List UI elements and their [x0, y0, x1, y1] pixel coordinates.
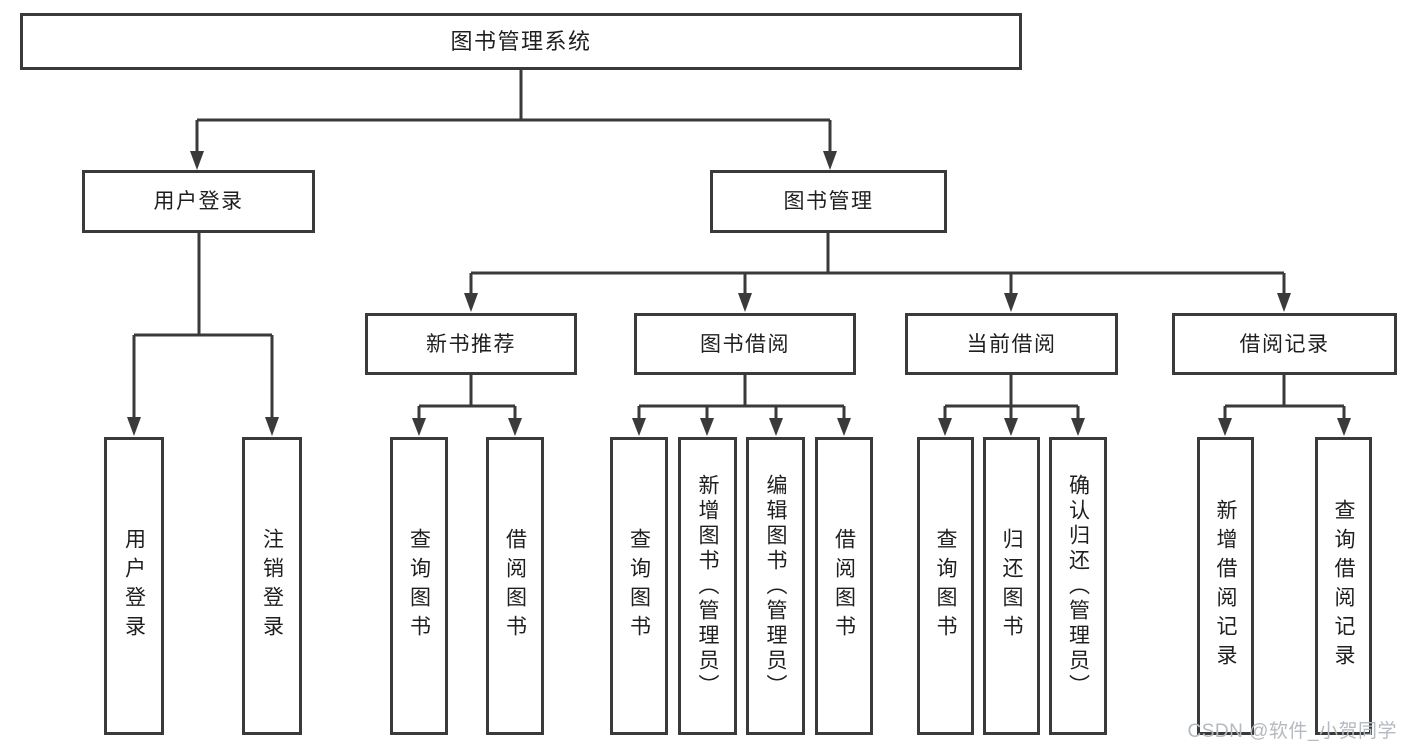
node-book-borrowing-label: 图书借阅	[700, 332, 790, 356]
leaf-return-books-label: 归还图书	[1000, 528, 1023, 644]
leaf-query-borrow-record-label: 查询借阅记录	[1332, 499, 1355, 673]
arrow-down-icon	[1071, 418, 1085, 436]
arrow-down-icon	[412, 418, 426, 436]
leaf-query-books-2: 查询图书	[610, 437, 668, 735]
node-user-login: 用户登录	[82, 170, 315, 233]
arrow-down-icon	[464, 293, 478, 312]
leaf-borrow-books-1-label: 借阅图书	[503, 528, 527, 644]
arrow-down-icon	[1004, 293, 1018, 312]
node-book-management-label: 图书管理	[783, 190, 874, 213]
arrow-down-icon	[938, 418, 952, 436]
leaf-confirm-return-admin-label: 确认归还（管理员）	[1066, 473, 1090, 699]
leaf-return-books: 归还图书	[983, 437, 1040, 735]
arrow-down-icon	[508, 418, 522, 436]
node-book-borrowing: 图书借阅	[634, 313, 856, 375]
arrow-down-icon	[1337, 418, 1351, 436]
node-borrowing-records-label: 借阅记录	[1239, 332, 1330, 356]
arrow-down-icon	[190, 151, 204, 170]
connector-current-borrowing-children	[938, 375, 1085, 436]
leaf-user-login: 用户登录	[104, 437, 164, 735]
connector-book-borrowing-children	[632, 375, 851, 436]
arrow-down-icon	[1277, 293, 1291, 312]
node-current-borrowing: 当前借阅	[905, 313, 1118, 375]
leaf-query-books-1: 查询图书	[390, 437, 448, 735]
leaf-borrow-books-1: 借阅图书	[486, 437, 544, 735]
leaf-add-borrow-record: 新增借阅记录	[1197, 437, 1254, 735]
connector-book-mgmt-to-level3	[464, 233, 1291, 312]
connector-root-to-level2	[190, 70, 837, 170]
leaf-query-books-1-label: 查询图书	[407, 528, 431, 644]
leaf-query-borrow-record: 查询借阅记录	[1315, 437, 1372, 735]
connector-new-book-children	[412, 375, 522, 436]
arrow-down-icon	[823, 151, 837, 170]
leaf-user-login-label: 用户登录	[122, 528, 146, 644]
node-book-management-system: 图书管理系统	[20, 13, 1022, 70]
connector-user-login-children	[127, 233, 279, 436]
node-new-book-recommendation-label: 新书推荐	[426, 332, 516, 356]
arrow-down-icon	[769, 418, 783, 436]
leaf-borrow-books-2: 借阅图书	[815, 437, 873, 735]
arrow-down-icon	[700, 418, 714, 436]
leaf-add-books-admin-label: 新增图书（管理员）	[696, 473, 719, 699]
arrow-down-icon	[837, 418, 851, 436]
node-book-management: 图书管理	[710, 170, 947, 233]
node-new-book-recommendation: 新书推荐	[365, 313, 577, 375]
node-borrowing-records: 借阅记录	[1172, 313, 1397, 375]
node-user-login-label: 用户登录	[153, 190, 244, 213]
connector-borrowing-records-children	[1218, 375, 1351, 436]
leaf-logout: 注销登录	[242, 437, 302, 735]
arrow-down-icon	[1004, 418, 1018, 436]
leaf-query-books-3-label: 查询图书	[934, 528, 957, 644]
leaf-confirm-return-admin: 确认归还（管理员）	[1049, 437, 1107, 735]
leaf-logout-label: 注销登录	[260, 528, 284, 644]
leaf-query-books-3: 查询图书	[917, 437, 974, 735]
node-current-borrowing-label: 当前借阅	[966, 332, 1057, 356]
arrow-down-icon	[632, 418, 646, 436]
arrow-down-icon	[738, 293, 752, 312]
node-book-management-system-label: 图书管理系统	[450, 28, 592, 54]
arrow-down-icon	[1218, 418, 1232, 436]
csdn-watermark: CSDN @软件_小贺同学	[1187, 721, 1397, 742]
leaf-query-books-2-label: 查询图书	[627, 528, 651, 644]
arrow-down-icon	[127, 417, 141, 436]
leaf-add-borrow-record-label: 新增借阅记录	[1214, 499, 1237, 673]
leaf-edit-books-admin-label: 编辑图书（管理员）	[764, 473, 787, 699]
leaf-borrow-books-2-label: 借阅图书	[832, 528, 856, 644]
leaf-edit-books-admin: 编辑图书（管理员）	[746, 437, 805, 735]
arrow-down-icon	[265, 417, 279, 436]
leaf-add-books-admin: 新增图书（管理员）	[678, 437, 737, 735]
